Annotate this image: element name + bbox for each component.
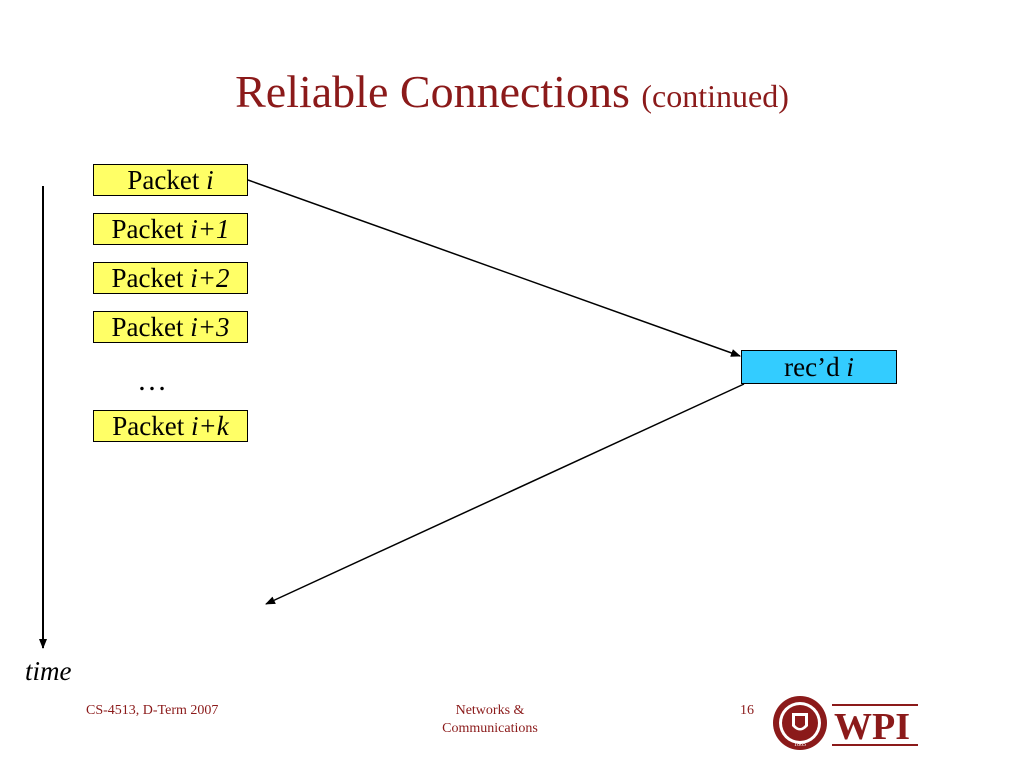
packet-index: i+k xyxy=(191,411,229,441)
packet-i-plus-k: Packet i+k xyxy=(93,410,248,442)
packet-index: i+3 xyxy=(190,312,230,342)
packet-label: Packet xyxy=(127,165,207,195)
received-label: rec’d xyxy=(784,352,847,382)
footer-topic-line1: Networks & xyxy=(455,703,525,718)
page-number: 16 xyxy=(740,703,754,718)
packet-label: Packet xyxy=(111,312,191,342)
send-arrow xyxy=(247,179,741,357)
packet-i-plus-3: Packet i+3 xyxy=(93,311,248,343)
packet-label: Packet xyxy=(111,214,191,244)
title-main: Reliable Connections xyxy=(235,66,630,117)
footer-topic: Networks & Communications xyxy=(400,702,580,738)
ack-arrow xyxy=(265,383,745,605)
logo-wordmark: WPI xyxy=(834,706,910,748)
packet-index: i+1 xyxy=(190,214,230,244)
packet-i-plus-1: Packet i+1 xyxy=(93,213,248,245)
packet-i-plus-2: Packet i+2 xyxy=(93,262,248,294)
footer-course: CS-4513, D-Term 2007 xyxy=(86,703,219,718)
title-subtitle: (continued) xyxy=(641,78,789,114)
logo-seal-year: 1865 xyxy=(794,742,806,748)
packet-i: Packet i xyxy=(93,164,248,196)
packet-label: Packet xyxy=(112,411,191,441)
slide-title: Reliable Connections (continued) xyxy=(0,62,1024,126)
time-axis-label: time xyxy=(25,656,72,686)
ellipsis: … xyxy=(137,364,167,397)
footer-topic-line2: Communications xyxy=(442,721,538,736)
packet-index: i+2 xyxy=(190,263,230,293)
received-index: i xyxy=(846,352,854,382)
packet-index: i xyxy=(206,165,214,195)
wpi-logo: 1865 WPI xyxy=(773,696,918,750)
received-box: rec’d i xyxy=(741,350,897,384)
packet-label: Packet xyxy=(111,263,191,293)
